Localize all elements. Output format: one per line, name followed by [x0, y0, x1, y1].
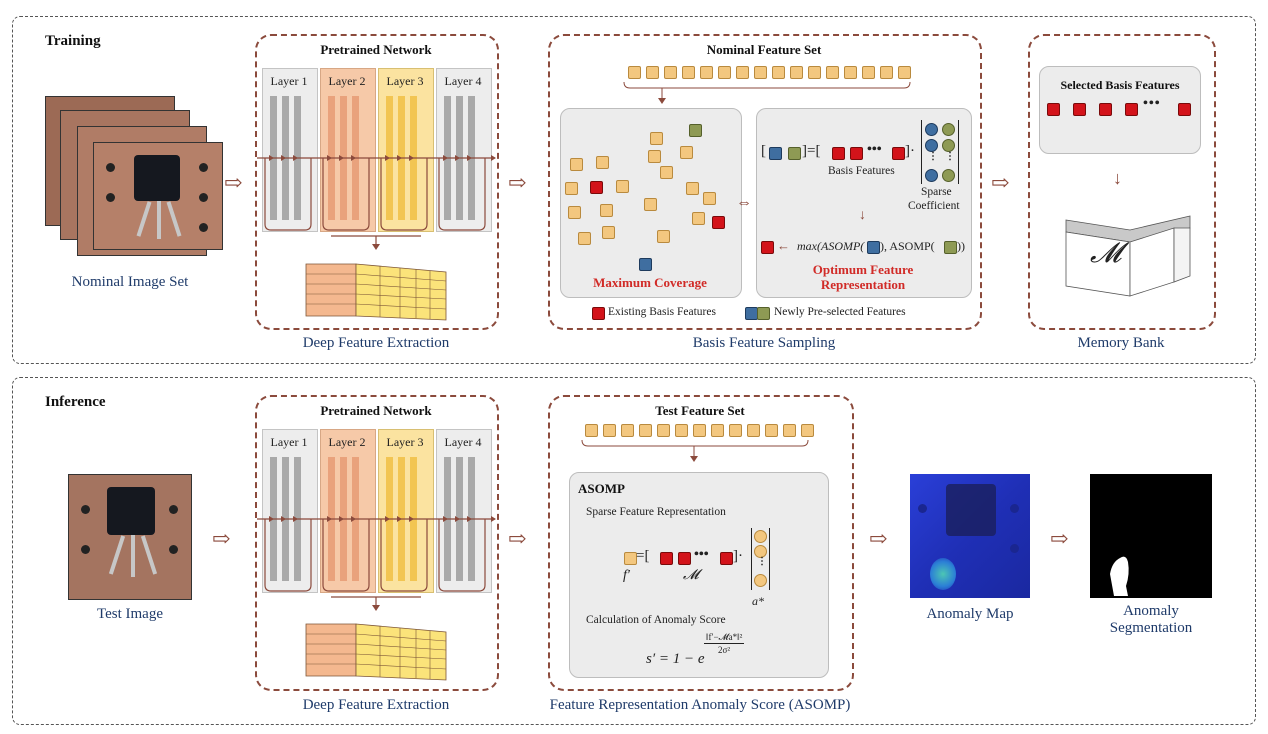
training-panel [12, 16, 1256, 364]
max-asomp-start: max(ASOMP( [797, 239, 865, 253]
basis-features-label: Basis Features [828, 165, 895, 177]
m-label: 𝓜 [683, 568, 699, 583]
inference-network-box [255, 395, 499, 691]
legend-existing-label: Existing Basis Features [608, 306, 716, 318]
asomp-inner-box [569, 472, 829, 678]
test-feature-row [585, 424, 815, 438]
asomp-box-title: ASOMP [578, 481, 625, 496]
arrow-icon: ⇨ [508, 526, 527, 551]
optimum-representation-line1: Optimum Feature [812, 262, 914, 277]
layer-2-label: Layer 2 [328, 74, 366, 88]
sparse-rep-label: Sparse Feature Representation [586, 506, 726, 518]
a-star-label: a* [752, 594, 764, 608]
inference-section-title: Inference [45, 394, 106, 410]
anomaly-segmentation-image [1090, 474, 1212, 598]
anomaly-segmentation-line1: Anomaly [1123, 603, 1179, 619]
inf-layer-3-label: Layer 3 [386, 435, 424, 449]
sampling-box [548, 34, 982, 330]
arrow-icon: ⇨ [1050, 526, 1069, 551]
nominal-feature-set-title: Nominal Feature Set [706, 42, 822, 57]
maximum-coverage-label: Maximum Coverage [593, 275, 707, 290]
optimum-representation-line2: Representation [820, 277, 906, 292]
layer-4-label: Layer 4 [444, 74, 482, 88]
arrow-icon: ⇨ [508, 170, 527, 195]
down-arrow-icon: ↓ [1113, 168, 1122, 188]
memory-symbol: 𝓜 [1090, 238, 1122, 269]
anomaly-segmentation-line2: Segmentation [1109, 620, 1193, 636]
test-image [68, 474, 192, 600]
inf-layer-4-label: Layer 4 [444, 435, 482, 449]
nominal-image-4 [93, 142, 223, 250]
optimum-representation-box [756, 108, 972, 298]
anomaly-map-label: Anomaly Map [926, 606, 1014, 622]
score-numerator: ‖f′−𝓜a*‖² [704, 632, 745, 644]
sparse-coefficient-line1: Sparse [921, 186, 952, 198]
anomaly-map-image [910, 474, 1030, 598]
calc-label: Calculation of Anomaly Score [586, 614, 726, 626]
arrow-icon: ⇨ [991, 170, 1010, 195]
training-section-title: Training [45, 33, 101, 49]
nominal-feature-row [628, 66, 918, 80]
sparse-coefficient-line2: Coefficient [908, 200, 960, 212]
new-feature-legend-icon-green [757, 307, 770, 320]
selected-basis-title: Selected Basis Features [1060, 78, 1180, 92]
inference-layer-bars [257, 457, 496, 611]
test-feature-bracket [581, 439, 809, 462]
test-image-label: Test Image [96, 606, 163, 622]
arrow-icon: ⇨ [869, 526, 888, 551]
training-network-caption: Deep Feature Extraction [302, 335, 450, 351]
memory-bank-caption: Memory Bank [1077, 335, 1165, 351]
asomp-box [548, 395, 854, 691]
memory-bank-box [1028, 34, 1216, 330]
training-network-title: Pretrained Network [320, 42, 432, 57]
inference-panel [12, 377, 1256, 725]
down-arrow-icon: ↓ [859, 208, 866, 223]
sparse-vector: ⋮ [751, 528, 770, 590]
sampling-caption: Basis Feature Sampling [692, 335, 836, 351]
sparse-coefficient-matrix: ⋮ ⋮ [921, 120, 959, 184]
existing-feature-legend-icon [592, 307, 605, 320]
feature-set-bracket [623, 81, 911, 104]
legend-new-label: Newly Pre-selected Features [774, 306, 906, 318]
score-lhs: s′ = 1 − e [646, 651, 705, 667]
asomp-caption: Feature Representation Anomaly Score (AS… [549, 697, 851, 713]
training-network-box [255, 34, 499, 330]
nominal-image-set-label: Nominal Image Set [71, 274, 189, 290]
layer-3-label: Layer 3 [386, 74, 424, 88]
memory-bank-book-icon [1065, 215, 1191, 297]
arrow-icon: ⇨ [212, 526, 231, 551]
inference-feature-tensor [305, 623, 447, 681]
selected-basis-box [1039, 66, 1201, 154]
arrow-icon: ⇨ [224, 170, 243, 195]
layer-1-label: Layer 1 [270, 74, 308, 88]
f-prime-label: f′ [623, 568, 630, 583]
test-feature-set-title: Test Feature Set [655, 403, 745, 418]
inference-network-title: Pretrained Network [320, 403, 432, 418]
training-layer-bars [257, 96, 496, 250]
inf-layer-1-label: Layer 1 [270, 435, 308, 449]
score-denominator: 2σ² [718, 645, 731, 655]
max-asomp-mid: ), ASOMP( [880, 239, 935, 253]
max-asomp-end: )) [957, 239, 965, 253]
inf-layer-2-label: Layer 2 [328, 435, 366, 449]
double-arrow-icon: ⇔ [736, 194, 752, 211]
feature-tensor [305, 263, 447, 321]
inference-network-caption: Deep Feature Extraction [302, 697, 450, 713]
